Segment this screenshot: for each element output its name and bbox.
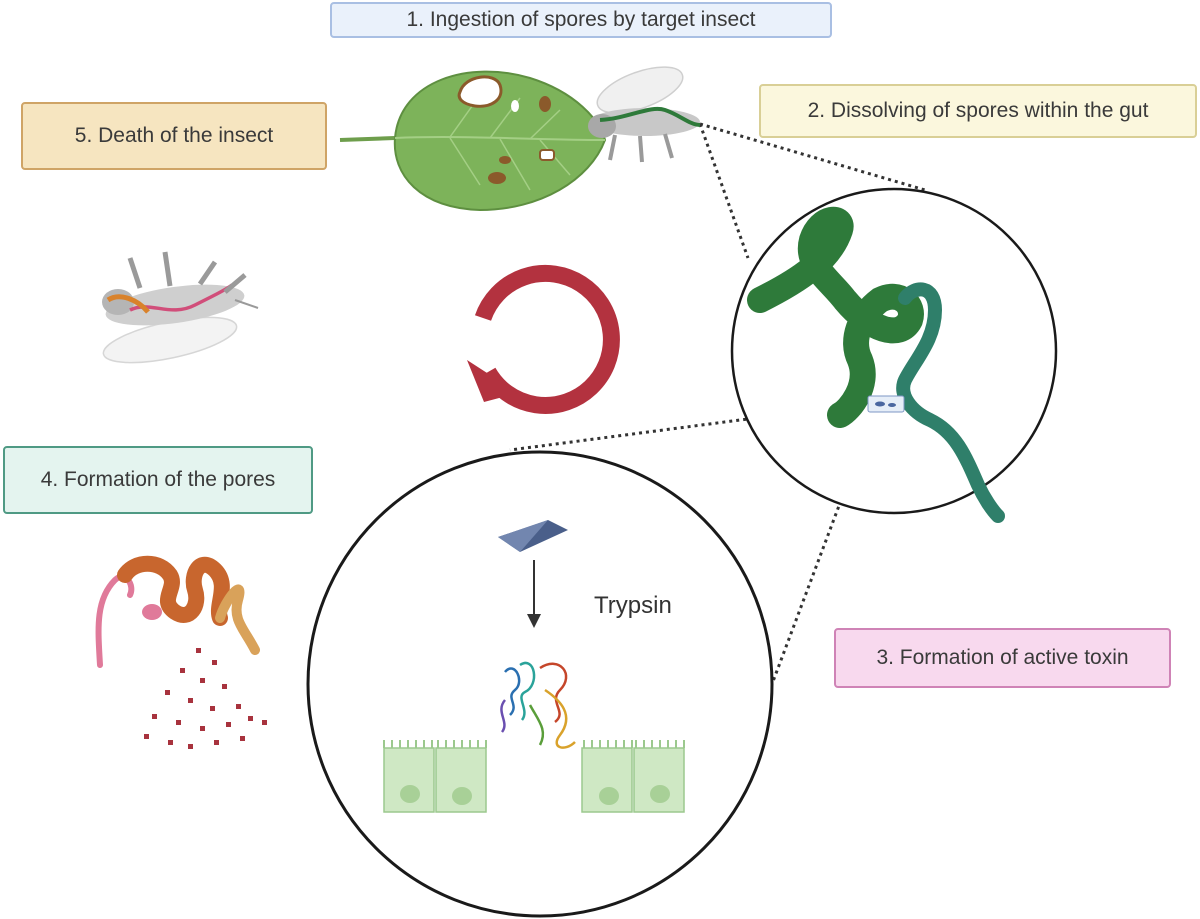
gut-closeup-circle [730, 187, 1058, 523]
dead-insect-icon [102, 251, 259, 364]
cycle-arrow-icon [467, 264, 620, 414]
epithelial-cell [633, 740, 685, 813]
feeding-insect-icon [588, 66, 701, 163]
active-toxin-protein-icon [500, 661, 576, 749]
trypsin-label: Trypsin [594, 592, 672, 619]
epithelial-cell [581, 740, 633, 813]
leaf-icon [339, 70, 607, 212]
step-4-pore-formation-label: 4. Formation of the pores [3, 446, 313, 514]
step-5-death-label: 5. Death of the insect [21, 102, 327, 170]
step-3-active-toxin-label: 3. Formation of active toxin [834, 628, 1171, 688]
porous-gut-icon [95, 555, 267, 749]
epithelial-cells [383, 740, 685, 813]
crystal-spore-icon [498, 520, 568, 552]
step-2-dissolving-label: 2. Dissolving of spores within the gut [759, 84, 1197, 138]
epithelial-cell [435, 740, 487, 813]
epithelial-cell [383, 740, 435, 813]
down-arrow-icon [527, 560, 541, 628]
toxin-closeup-circle [306, 450, 774, 918]
zoom-lines [509, 122, 926, 717]
leaking-particles [144, 648, 267, 749]
step-1-ingestion-label: 1. Ingestion of spores by target insect [330, 2, 832, 38]
